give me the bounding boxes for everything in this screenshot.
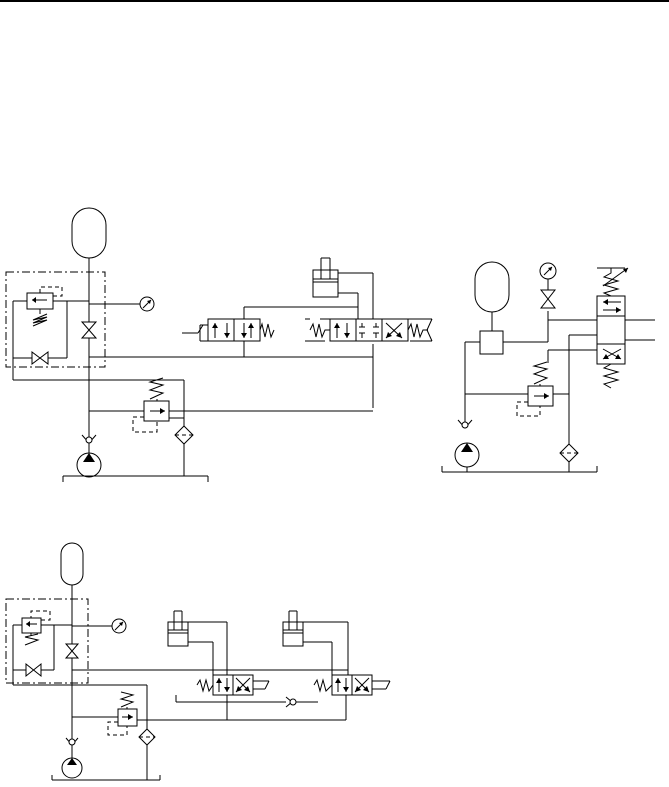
diagram-top-right — [442, 262, 655, 472]
pump-1 — [77, 453, 101, 477]
safety-block-1 — [6, 272, 105, 367]
hydraulic-cylinder-3a — [168, 611, 188, 646]
relief-valve-3 — [108, 692, 137, 735]
shutoff-valve-3 — [66, 644, 78, 658]
shutoff-valve-1 — [82, 322, 96, 338]
diagram-top-left — [6, 208, 432, 482]
shuttle-valve-3 — [286, 697, 318, 707]
check-valve-3 — [66, 738, 78, 745]
hydraulic-cylinder-1 — [313, 258, 338, 297]
safety-relief-valve-3 — [22, 611, 50, 645]
pump-3 — [62, 758, 82, 778]
safety-relief-valve-1 — [27, 287, 62, 326]
relief-valve-1 — [133, 378, 169, 432]
diagram-bottom-left — [6, 543, 390, 780]
hydraulic-cylinder-3b — [283, 611, 303, 646]
shutoff-valve-2 — [541, 290, 555, 308]
solenoid-valve-4-2-a — [182, 307, 274, 357]
solenoid-valve-4-3-a — [305, 319, 432, 341]
solenoid-valve-4-2-b — [197, 642, 269, 695]
accumulator-1 — [72, 208, 106, 258]
drain-valve-1 — [32, 352, 48, 364]
proportional-valve-4-3 — [597, 268, 628, 388]
filter-2 — [560, 394, 578, 472]
accumulator-3 — [61, 543, 83, 585]
filter-1 — [175, 426, 193, 476]
solenoid-valve-4-2-c — [314, 642, 390, 695]
pump-2 — [455, 443, 479, 472]
drain-valve-3 — [26, 664, 41, 676]
accumulator-2 — [475, 262, 509, 312]
relief-valve-2 — [517, 362, 553, 416]
filter-3 — [139, 729, 155, 780]
junction-block-2 — [480, 331, 503, 354]
